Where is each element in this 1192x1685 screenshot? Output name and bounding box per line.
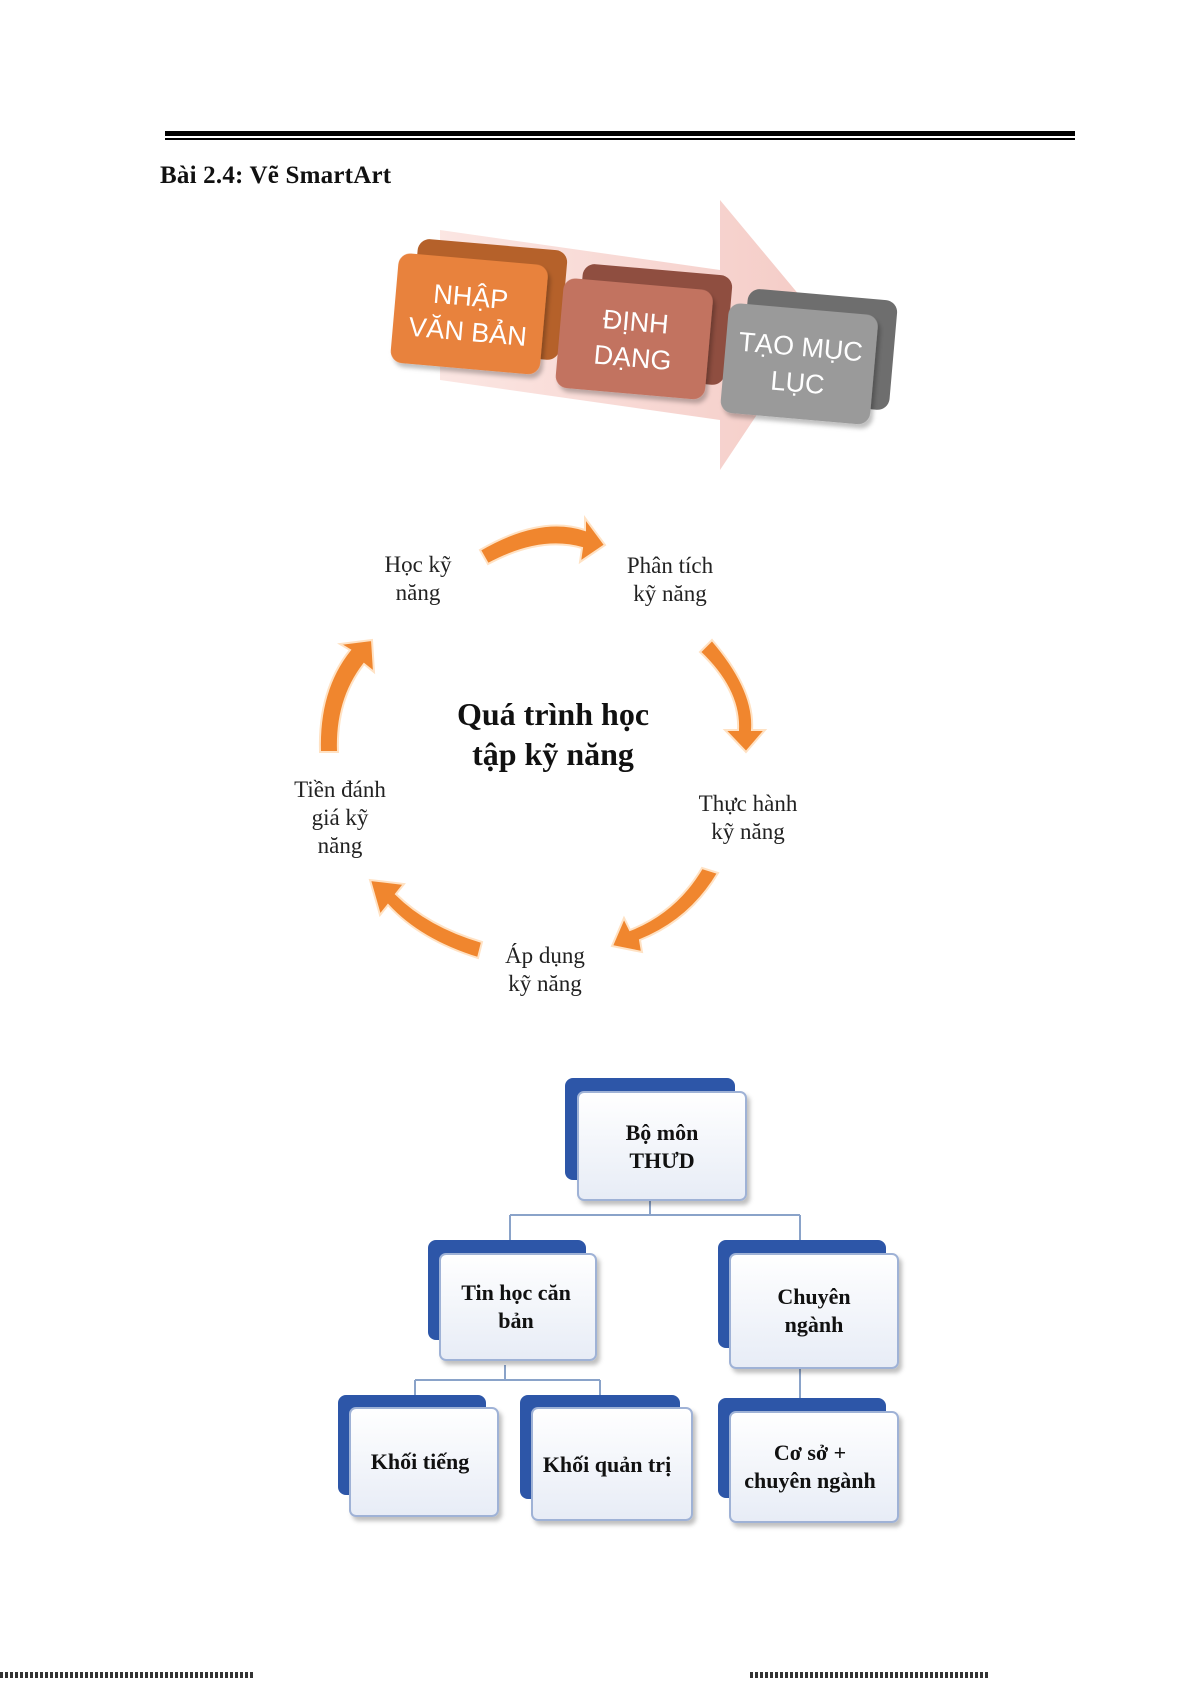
svg-text:Áp dụng: Áp dụng	[505, 943, 585, 968]
svg-text:giá kỹ: giá kỹ	[312, 805, 369, 830]
svg-text:bản: bản	[498, 1308, 533, 1333]
cycle-arrow-5	[320, 640, 374, 752]
org-node-root: Bộ môn THƯD	[565, 1078, 746, 1200]
svg-text:Tiền đánh: Tiền đánh	[294, 777, 386, 802]
org-chart: Bộ môn THƯD Tin học căn bản Chuyên ngành…	[338, 1078, 898, 1522]
process-step-1: NHẬP VĂN BẢN	[390, 237, 568, 377]
svg-text:Chuyên: Chuyên	[777, 1284, 850, 1309]
org-node-left-child-1: Khối tiếng	[338, 1395, 498, 1516]
svg-text:ngành: ngành	[785, 1312, 844, 1337]
cycle-center-line2: tập kỹ năng	[472, 736, 634, 772]
svg-text:Thực hành: Thực hành	[699, 791, 798, 816]
svg-text:kỹ năng: kỹ năng	[633, 581, 707, 606]
svg-text:Phân tích: Phân tích	[627, 553, 714, 578]
org-node-right: Chuyên ngành	[718, 1240, 898, 1368]
cycle-arrow-2	[700, 640, 765, 752]
cycle-arrow-3	[612, 868, 718, 952]
cycle-node-4: Áp dụng kỹ năng	[505, 943, 585, 996]
process-step-3-line2: LỤC	[769, 365, 825, 400]
org-node-right-child: Cơ sở + chuyên ngành	[718, 1398, 898, 1522]
process-diagram: NHẬP VĂN BẢN ĐỊNH DẠNG TẠO MỤC LỤC	[390, 200, 898, 470]
process-step-2-line1: ĐỊNH	[602, 304, 670, 340]
cycle-center-line1: Quá trình học	[457, 696, 649, 732]
svg-text:Học kỹ: Học kỹ	[384, 552, 452, 577]
footer-text-right	[750, 1672, 990, 1678]
cycle-node-5: Tiền đánh giá kỹ năng	[294, 777, 386, 858]
org-node-left-child-2: Khối quản trị	[520, 1395, 692, 1520]
svg-text:năng: năng	[396, 580, 441, 605]
svg-text:chuyên ngành: chuyên ngành	[744, 1468, 875, 1493]
cycle-arrow-4	[370, 880, 482, 958]
cycle-node-1: Học kỹ năng	[384, 552, 452, 605]
svg-text:Tin học căn: Tin học căn	[461, 1280, 571, 1305]
svg-text:năng: năng	[318, 833, 363, 858]
cycle-node-3: Thực hành kỹ năng	[699, 791, 798, 844]
process-step-2: ĐỊNH DẠNG	[555, 262, 733, 402]
cycle-diagram: Quá trình học tập kỹ năng Học kỹ năng Ph…	[294, 518, 798, 996]
org-node-left: Tin học căn bản	[428, 1240, 596, 1360]
footer-text-left	[0, 1672, 255, 1678]
svg-text:THƯD: THƯD	[629, 1148, 694, 1173]
svg-text:kỹ năng: kỹ năng	[508, 971, 582, 996]
svg-text:Khối quản trị: Khối quản trị	[543, 1452, 671, 1477]
svg-text:Khối tiếng: Khối tiếng	[371, 1449, 469, 1474]
cycle-arrow-1	[480, 518, 605, 564]
process-step-1-line1: NHẬP	[432, 278, 509, 315]
cycle-node-2: Phân tích kỹ năng	[627, 553, 714, 606]
svg-text:kỹ năng: kỹ năng	[711, 819, 785, 844]
process-step-3: TẠO MỤC LỤC	[720, 287, 898, 427]
svg-text:Bộ môn: Bộ môn	[626, 1120, 699, 1145]
svg-text:Cơ sở +: Cơ sở +	[774, 1440, 846, 1465]
